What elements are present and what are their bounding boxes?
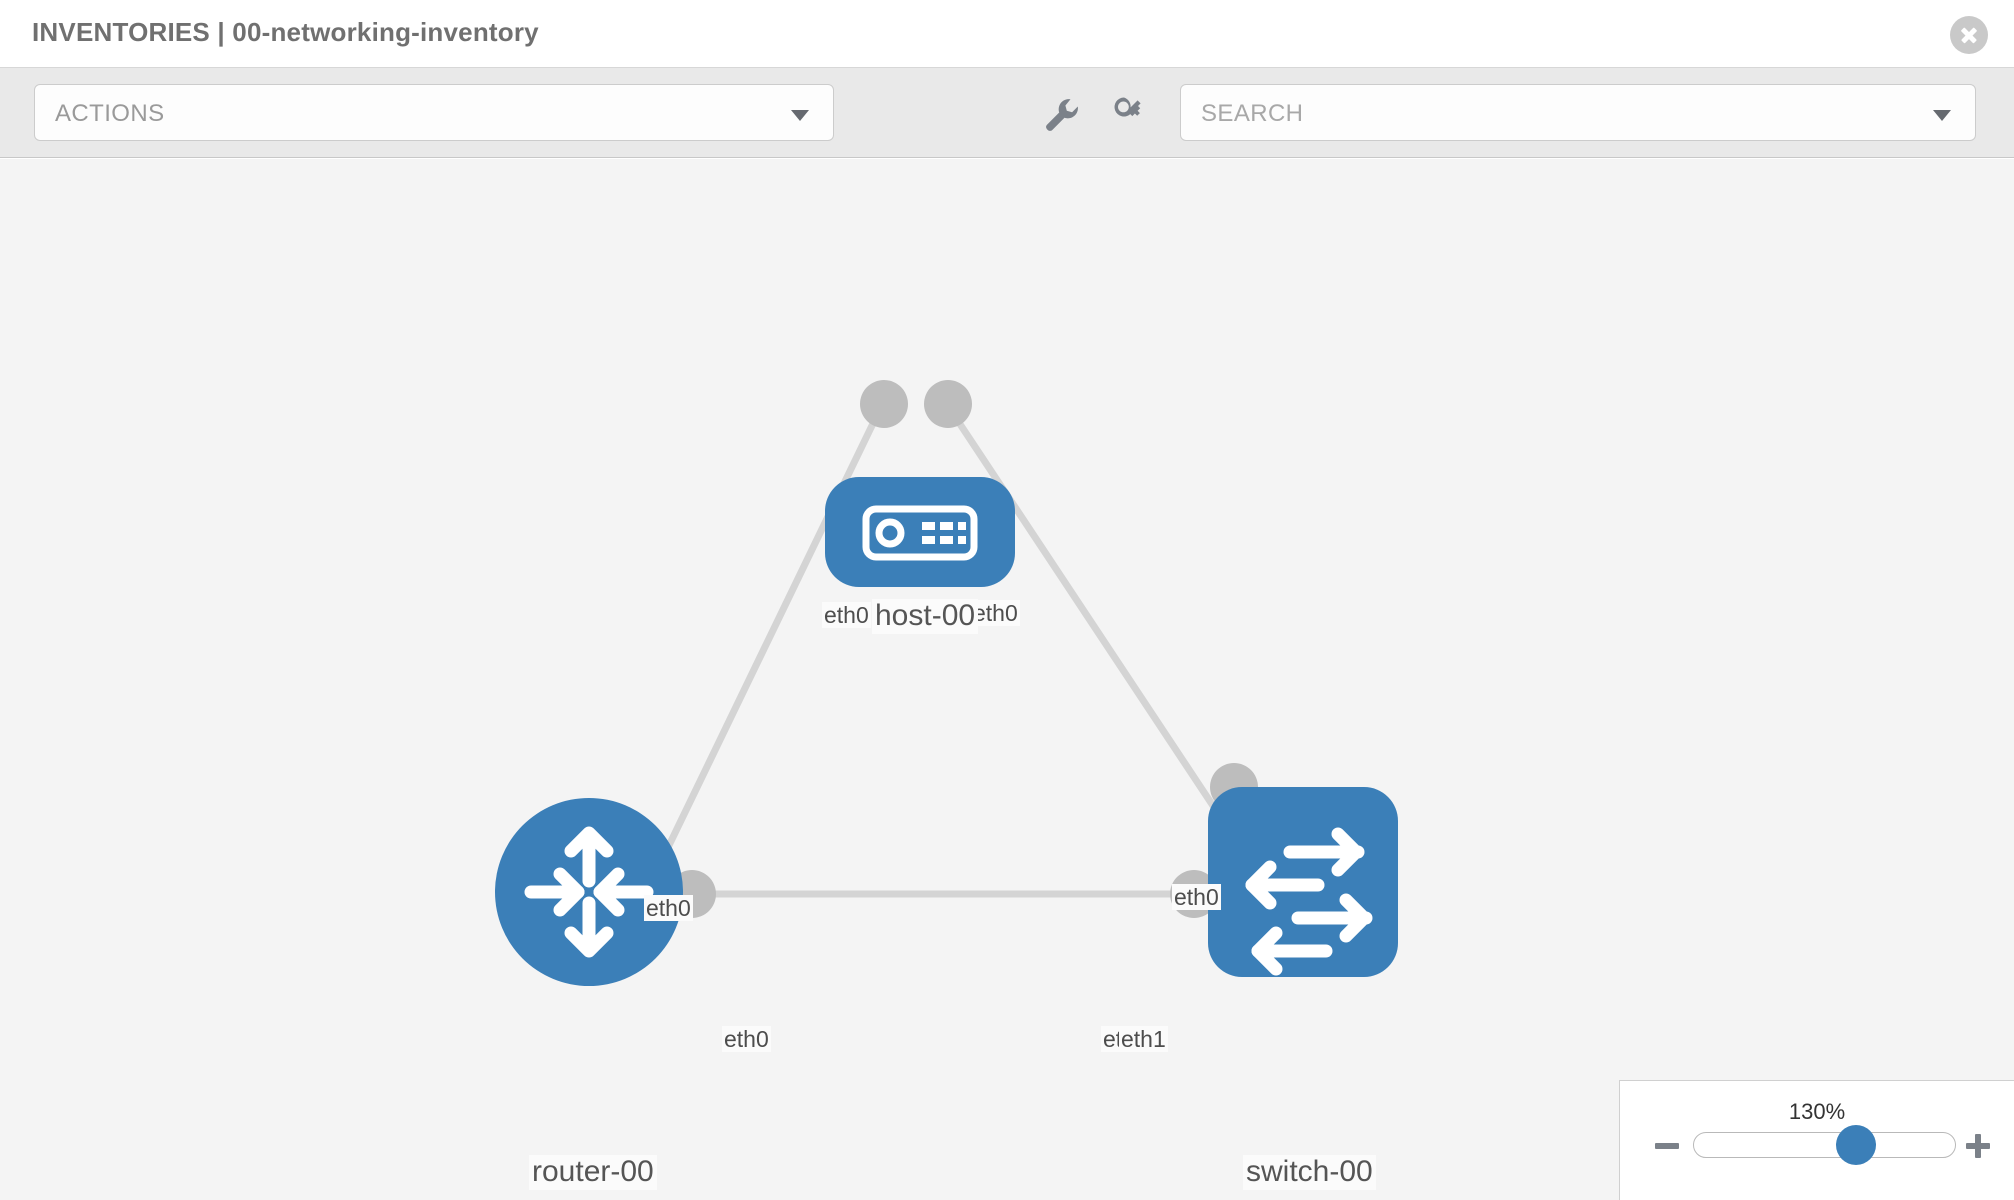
edge-label: eth0: [971, 600, 1020, 627]
node-host-00[interactable]: [825, 477, 1015, 587]
edge-label: eth0: [722, 1026, 771, 1053]
zoom-control-panel: 130%: [1619, 1080, 2014, 1200]
key-icon[interactable]: [1108, 93, 1148, 133]
close-icon[interactable]: [1950, 16, 1988, 54]
edge-label: eth0: [1172, 884, 1221, 911]
port-host-left: [860, 380, 908, 428]
actions-dropdown[interactable]: ACTIONS: [34, 84, 834, 141]
wrench-icon[interactable]: [1040, 93, 1080, 133]
node-label-router: router-00: [529, 1155, 657, 1190]
edge-label: eth0: [822, 602, 871, 629]
node-router-00[interactable]: [495, 798, 683, 986]
search-input[interactable]: SEARCH: [1180, 84, 1976, 141]
chevron-down-icon: [1933, 110, 1951, 121]
link-host-switch: [947, 407, 1238, 841]
zoom-slider-thumb[interactable]: [1836, 1125, 1876, 1165]
topology-graph: [495, 380, 1398, 986]
port-group: [668, 380, 1258, 918]
zoom-level-label: 130%: [1788, 1099, 1846, 1124]
topology-canvas[interactable]: eth0 eth0 eth0 eth0 eth0 eth0 eth1 host-…: [0, 159, 2014, 1200]
edge-label: eth1: [1119, 1026, 1168, 1053]
node-label-host: host-00: [872, 599, 979, 634]
node-switch-00[interactable]: [1208, 787, 1398, 977]
actions-dropdown-label: ACTIONS: [55, 100, 165, 127]
zoom-slider-track[interactable]: [1693, 1132, 1956, 1158]
page-title: INVENTORIES | 00-networking-inventory: [32, 17, 539, 47]
port-host-right: [924, 380, 972, 428]
zoom-in-button[interactable]: [1962, 1129, 1994, 1161]
link-host-router: [656, 407, 884, 866]
toolbar: ACTIONS SEARCH: [0, 68, 2014, 158]
page-header: INVENTORIES | 00-networking-inventory: [0, 0, 2014, 68]
edge-label: eth0: [644, 895, 693, 922]
chevron-down-icon: [791, 110, 809, 121]
node-label-switch: switch-00: [1243, 1155, 1376, 1190]
search-placeholder: SEARCH: [1201, 100, 1304, 127]
zoom-out-button[interactable]: [1651, 1129, 1683, 1161]
